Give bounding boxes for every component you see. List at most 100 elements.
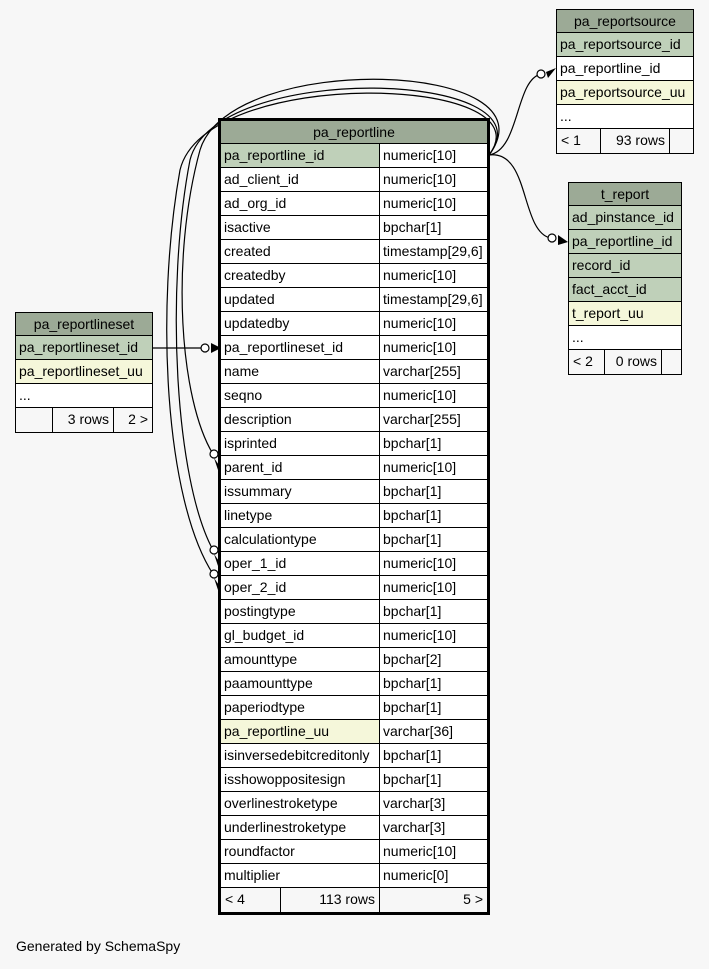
edge-end-circle	[209, 569, 219, 579]
column-name: record_id	[572, 257, 631, 273]
column-row[interactable]: ad_pinstance_id	[569, 206, 681, 230]
column-type: numeric[10]	[383, 267, 457, 283]
column-type: varchar[36]	[383, 723, 454, 739]
column-type: bpchar[1]	[383, 531, 442, 547]
column-type: varchar[255]	[383, 411, 461, 427]
row-count: 3 rows	[53, 408, 114, 432]
column-type: timestamp[29,6]	[383, 243, 483, 259]
column-type: numeric[10]	[383, 459, 457, 475]
column-type: numeric[10]	[383, 555, 457, 571]
column-type: bpchar[1]	[383, 771, 442, 787]
column-type: numeric[10]	[383, 627, 457, 643]
column-type: bpchar[1]	[383, 507, 442, 523]
children-link[interactable]: 5 >	[463, 891, 483, 907]
column-name: calculationtype	[221, 528, 380, 551]
column-row[interactable]: ...	[569, 326, 681, 350]
column-type: varchar[3]	[383, 795, 446, 811]
column-row[interactable]: t_report_uu	[569, 302, 681, 326]
parents-link[interactable]: < 2	[569, 350, 605, 374]
column-row[interactable]: record_id	[569, 254, 681, 278]
column-type: bpchar[1]	[383, 219, 442, 235]
column-type: numeric[10]	[383, 339, 457, 355]
column-name: name	[221, 360, 380, 383]
column-name: ...	[560, 108, 572, 124]
table-t-report[interactable]: t_report ad_pinstance_id pa_reportline_id…	[568, 182, 682, 375]
column-type: bpchar[1]	[383, 483, 442, 499]
column-row[interactable]: pa_reportline_id	[557, 57, 693, 81]
column-row[interactable]: pa_reportsource_uu	[557, 81, 693, 105]
children-link[interactable]	[670, 129, 693, 153]
parents-link[interactable]: < 1	[557, 129, 601, 153]
edge-treport	[488, 154, 551, 239]
column-name: isprinted	[221, 432, 380, 455]
column-row[interactable]: pa_reportsource_id	[557, 33, 693, 57]
column-name: t_report_uu	[572, 305, 644, 321]
column-name: ad_org_id	[221, 192, 380, 215]
column-name: roundfactor	[221, 840, 380, 863]
column-name: oper_1_id	[221, 552, 380, 575]
children-link[interactable]	[662, 350, 681, 374]
column-name: pa_reportline_id	[572, 233, 673, 249]
column-name: paperiodtype	[221, 696, 380, 719]
column-name: isactive	[221, 216, 380, 239]
table-title: t_report	[569, 183, 681, 206]
column-row[interactable]: pa_reportlineset_uu	[16, 360, 152, 384]
column-row[interactable]: pa_reportline_id	[569, 230, 681, 254]
column-name: issummary	[221, 480, 380, 503]
edge-self-oper2	[166, 92, 497, 575]
row-count: 93 rows	[601, 129, 670, 153]
column-row[interactable]: ...	[16, 384, 152, 408]
column-row[interactable]: pa_reportlineset_id	[16, 336, 152, 360]
column-name: ad_client_id	[221, 168, 380, 191]
table-footer: < 4 113 rows 5 >	[221, 888, 487, 912]
column-name: pa_reportsource_id	[560, 36, 681, 52]
column-row[interactable]: fact_acct_id	[569, 278, 681, 302]
children-link[interactable]: 2 >	[128, 411, 148, 427]
column-name: pa_reportline_id	[560, 60, 661, 76]
column-name: amounttype	[221, 648, 380, 671]
parents-link[interactable]: < 4	[221, 888, 281, 912]
table-title: pa_reportline	[221, 121, 487, 144]
column-row[interactable]: ...	[557, 105, 693, 129]
column-name: seqno	[221, 384, 380, 407]
parents-link[interactable]	[16, 408, 53, 432]
column-type: bpchar[1]	[383, 435, 442, 451]
column-type: bpchar[2]	[383, 651, 442, 667]
column-name: gl_budget_id	[221, 624, 380, 647]
